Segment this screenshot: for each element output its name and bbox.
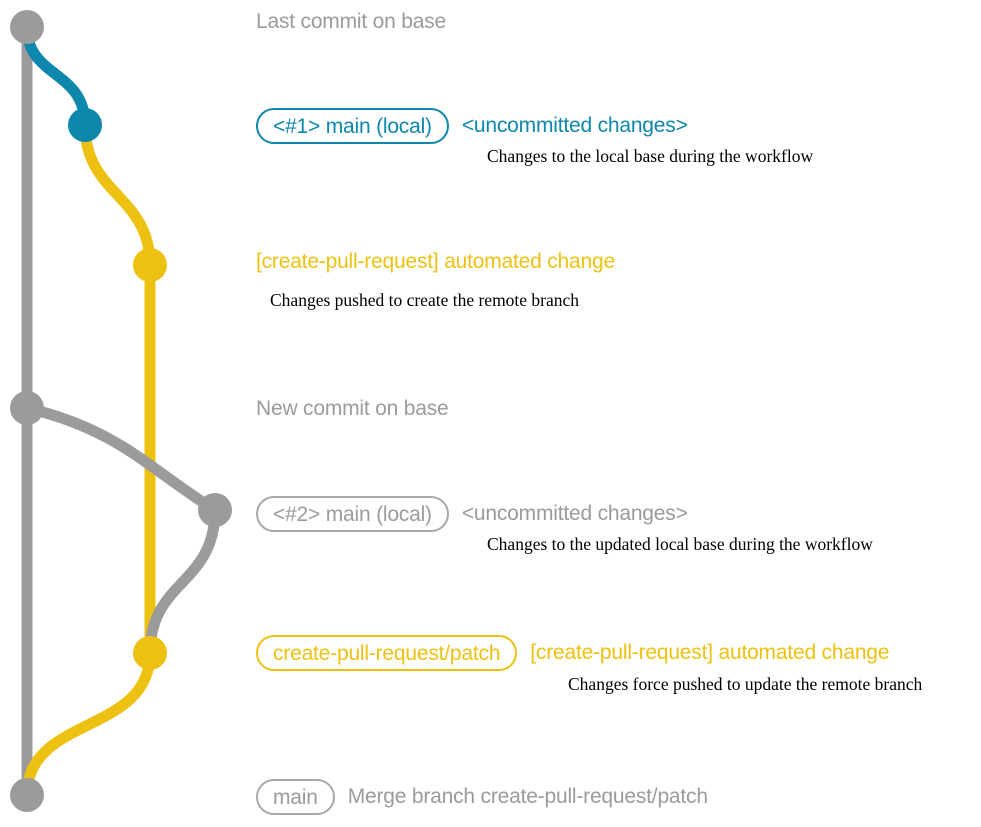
ref-badge-main-local-1[interactable]: <#1> main (local) (256, 108, 449, 144)
ref-badge-main-local-2[interactable]: <#2> main (local) (256, 496, 449, 532)
commit-description: Changes pushed to create the remote bran… (270, 290, 580, 310)
edge-local-1-to-patch-1 (79, 119, 156, 271)
commit-subject: <uncommitted changes> (461, 114, 688, 137)
commit-subject: New commit on base (256, 397, 449, 420)
commit-entry-new-commit-on-base: New commit on base (256, 397, 449, 420)
node-patch-commit-1[interactable] (133, 248, 167, 282)
commit-entry-local-changes-2: <#2> main (local) <uncommitted changes> (256, 496, 688, 532)
commit-entry-last-commit-on-base: Last commit on base (256, 11, 446, 32)
commit-entry-local-changes-1: <#1> main (local) <uncommitted changes> (256, 108, 688, 144)
node-base-new-commit[interactable] (10, 391, 44, 425)
edge-base-to-local-1 (21, 21, 91, 131)
commit-entry-merge-commit: main Merge branch create-pull-request/pa… (256, 779, 708, 815)
commit-subject: [create-pull-request] automated change (256, 250, 615, 273)
commit-description: Changes force pushed to update the remot… (568, 674, 923, 694)
node-merge-commit[interactable] (10, 778, 44, 812)
commit-subject: <uncommitted changes> (461, 502, 688, 525)
node-patch-commit-2[interactable] (133, 636, 167, 670)
commit-description: Changes to the local base during the wor… (487, 146, 814, 166)
commit-entry-automated-change-1: [create-pull-request] automated change (256, 251, 615, 272)
ref-badge-create-pull-request-patch[interactable]: create-pull-request/patch (256, 635, 518, 671)
commit-subject: Last commit on base (256, 10, 446, 33)
commit-subject: [create-pull-request] automated change (530, 641, 890, 664)
ref-badge-main[interactable]: main (256, 779, 335, 815)
node-local-uncommitted-2[interactable] (198, 493, 232, 527)
edge-patch-2-to-merge (21, 647, 156, 801)
node-base-head[interactable] (10, 10, 44, 44)
edge-base-to-local-2 (21, 402, 221, 516)
commit-subject: Merge branch create-pull-request/patch (347, 785, 708, 808)
node-local-uncommitted-1[interactable] (68, 108, 102, 142)
edge-local-2-to-patch-2 (144, 504, 221, 659)
commit-description: Changes to the updated local base during… (487, 534, 873, 554)
commit-entry-automated-change-2: create-pull-request/patch [create-pull-r… (256, 635, 889, 671)
